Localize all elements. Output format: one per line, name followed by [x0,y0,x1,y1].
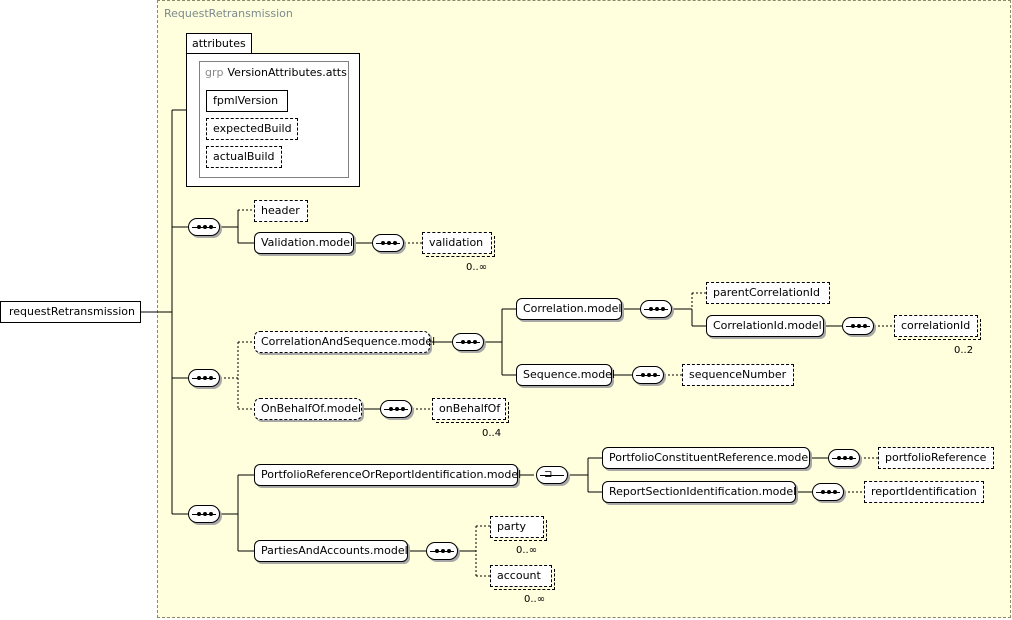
choice-icon: ⊐ [544,469,553,480]
attributes-tab[interactable]: attributes [186,33,252,54]
element-header[interactable]: header [254,200,308,222]
group-correlation-id-model[interactable]: CorrelationId.model [706,315,824,337]
sequence-compositor[interactable] [842,317,874,335]
choice-compositor[interactable]: ⊐ [536,466,568,484]
group-sequence-model[interactable]: Sequence.model [516,364,615,386]
group-report-section-identification-model[interactable]: ReportSectionIdentification.model [602,481,796,503]
occurrence-validation: 0..∞ [466,262,488,273]
element-validation[interactable]: validation [422,232,495,257]
attribute-fpml-version[interactable]: fpmlVersion [206,90,288,112]
element-parent-correlation-id[interactable]: parentCorrelationId [706,282,830,304]
complex-type-title: RequestRetransmission [164,7,293,20]
sequence-compositor[interactable] [640,300,672,318]
sequence-compositor[interactable] [188,218,220,236]
element-correlation-id[interactable]: correlationId [894,315,981,340]
occurrence-account: 0..∞ [524,594,546,605]
sequence-compositor[interactable] [452,333,484,351]
occurrence-on-behalf-of: 0..4 [482,428,502,439]
occurrence-correlation-id: 0..2 [954,345,974,356]
root-element[interactable]: requestRetransmission [0,301,141,323]
element-sequence-number[interactable]: sequenceNumber [682,364,794,386]
sequence-compositor[interactable] [372,234,404,252]
group-portfolio-constituent-reference-model[interactable]: PortfolioConstituentReference.model [602,447,811,469]
group-prefix: grp [205,66,224,79]
group-validation-model[interactable]: Validation.model [254,232,354,254]
element-account[interactable]: account [490,565,555,590]
element-portfolio-reference[interactable]: portfolioReference [878,447,994,469]
attribute-actual-build[interactable]: actualBuild [206,146,282,168]
sequence-compositor[interactable] [380,400,412,418]
group-on-behalf-of-model[interactable]: OnBehalfOf.model [254,398,362,420]
sequence-compositor[interactable] [188,505,220,523]
sequence-compositor[interactable] [828,449,860,467]
group-correlation-and-sequence-model[interactable]: CorrelationAndSequence.model [254,331,435,353]
element-report-identification[interactable]: reportIdentification [864,481,984,503]
sequence-compositor[interactable] [426,542,458,560]
group-portfolio-ref-or-report-id-model[interactable]: PortfolioReferenceOrReportIdentification… [254,464,521,486]
group-correlation-model[interactable]: Correlation.model [516,298,622,320]
sequence-compositor[interactable] [812,483,844,501]
group-parties-and-accounts-model[interactable]: PartiesAndAccounts.model [254,540,408,562]
sequence-compositor[interactable] [188,369,220,387]
element-party[interactable]: party [490,516,547,541]
occurrence-party: 0..∞ [516,545,538,556]
group-name: VersionAttributes.atts [227,66,347,79]
element-on-behalf-of[interactable]: onBehalfOf [432,398,509,423]
attribute-expected-build[interactable]: expectedBuild [206,118,298,140]
sequence-compositor[interactable] [632,366,664,384]
